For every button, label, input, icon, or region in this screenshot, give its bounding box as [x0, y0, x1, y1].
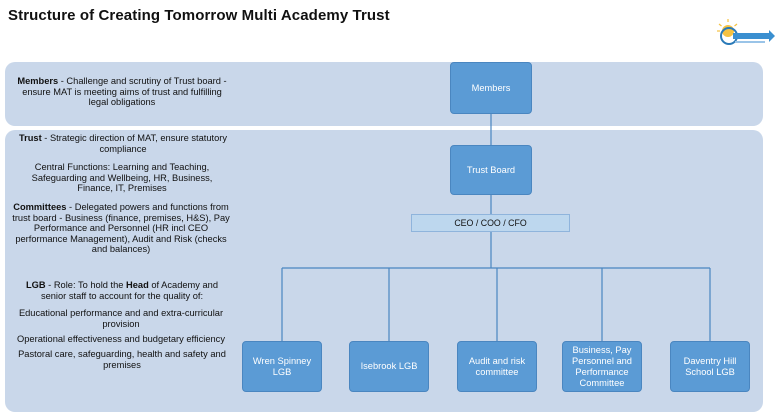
committees-description: Committees - Delegated powers and functi… [12, 202, 230, 255]
members-node: Members [450, 62, 532, 114]
lgb-item-educational: Educational performance and and extra-cu… [18, 308, 224, 329]
trust-board-node: Trust Board [450, 145, 532, 195]
audit-risk-committee-node: Audit and risk committee [457, 341, 537, 392]
trust-description: Trust - Strategic direction of MAT, ensu… [18, 133, 228, 154]
members-tier-band [5, 62, 763, 126]
isebrook-lgb-node: Isebrook LGB [349, 341, 429, 392]
lgb-item-pastoral: Pastoral care, safeguarding, health and … [18, 349, 226, 370]
central-functions-description: Central Functions: Learning and Teaching… [31, 162, 213, 194]
creating-tomorrow-logo [717, 19, 775, 45]
business-pay-committee-node: Business, Pay Personnel and Performance … [562, 341, 642, 392]
ceo-coo-cfo-node: CEO / COO / CFO [411, 214, 570, 232]
page-title: Structure of Creating Tomorrow Multi Aca… [8, 7, 390, 24]
daventry-hill-lgb-node: Daventry Hill School LGB [670, 341, 750, 392]
lgb-item-operational: Operational effectiveness and budgetary … [17, 334, 225, 344]
wren-spinney-lgb-node: Wren Spinney LGB [242, 341, 322, 392]
members-description: Members - Challenge and scrutiny of Trus… [17, 76, 227, 108]
lgb-role-description: LGB - Role: To hold the Head of Academy … [25, 280, 219, 301]
